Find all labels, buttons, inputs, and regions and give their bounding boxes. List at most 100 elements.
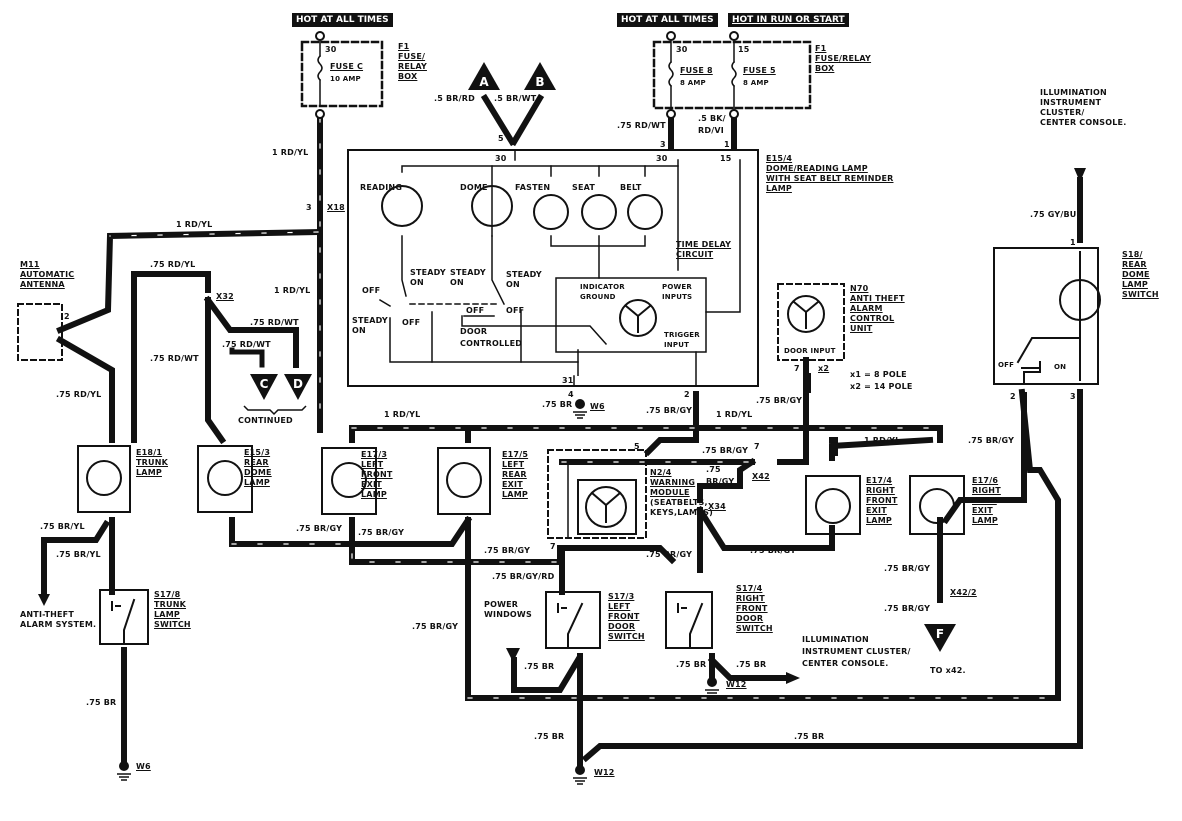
e17-5-box [437,447,491,515]
pin-30b: 30 [656,154,668,163]
time-delay-circuit-label: TIME DELAY CIRCUIT [676,240,732,259]
e17-4-title: E17/4 RIGHT FRONT EXIT LAMP [866,476,898,525]
pin-2-s18: 2 [1010,392,1016,401]
e17-3-title: E17/3 LEFT FRONT EXIT LAMP [361,450,393,499]
n70-pin: 7 [794,364,800,373]
lamp-label-seat: SEAT [572,183,596,192]
fuse-8-terminal: 30 [676,45,688,54]
fuse-5-label: FUSE 5 [743,66,776,75]
pin-4: 4 [568,390,574,399]
wire-75-rd-wt-fuse: .75 RD/WT [617,121,666,130]
illumination-bottom: ILLUMINATION INSTRUMENT CLUSTER/ CENTER … [802,635,911,668]
wire-75-br-w6: .75 BR [542,400,573,409]
x42-label: X42 [752,472,770,481]
wire-75-br-s174-out: .75 BR [736,660,767,669]
fuse-c-label: FUSE C [330,62,364,71]
illumination-top: ILLUMINATION INSTRUMENT CLUSTER/ CENTER … [1040,88,1127,127]
wire-75-br-gy-f1: .75 BR/GY [884,564,931,573]
illumination-arrow-icon [1074,168,1086,182]
off-label-2: OFF [402,318,421,327]
hot-at-all-times-left: HOT AT ALL TIMES [292,13,393,27]
connector-a-label: A [479,75,489,89]
off-label-3: OFF [466,306,485,315]
wire-75-rd-yl-upper: .75 RD/YL [150,260,196,269]
m11-title: M11 AUTOMATIC ANTENNA [20,260,75,289]
wire-5-bk-rd-vi: .5 BK/RD/VI [698,114,726,135]
wire-5-br-rd: .5 BR/RD [434,94,475,103]
wire-1-rd-yl-top: 1 RD/YL [272,148,309,157]
wire-75-br-yl-2: .75 BR/YL [56,550,101,559]
hot-at-all-times-right: HOT AT ALL TIMES [617,13,718,27]
s17-8-box [99,589,149,645]
e18-1-box [77,445,131,513]
e15-3-title: E15/3 REAR DOME LAMP [244,448,272,487]
n70-door-input: DOOR INPUT [784,347,836,355]
wire-75-br-gy-a: .75 BR/GY [296,524,343,533]
connector-d-icon [284,374,312,400]
wire-1-rd-yl-mid: 1 RD/YL [274,286,311,295]
s18-title: S18/ REAR DOME LAMP SWITCH [1122,250,1159,299]
pin-15: 15 [720,154,732,163]
fuse-box-right-title: F1 FUSE/RELAY BOX [815,44,872,73]
pin-30a: 30 [495,154,507,163]
illumination-out-arrow-icon [786,672,800,684]
connector-d-label: D [293,377,303,391]
wire-1-rd-yl-antenna: 1 RD/YL [176,220,213,229]
e15-4-title: E15/4 DOME/READING LAMP WITH SEAT BELT R… [766,154,894,193]
n70-x2: x2 [818,364,830,373]
wire-75-br-gy-left-vert: .75 BR/GY [412,622,459,631]
anti-theft-label: ANTI-THEFT ALARM SYSTEM. [20,610,97,629]
e17-5-title: E17/5 LEFT REAR EXIT LAMP [502,450,529,499]
hot-in-run-or-start: HOT IN RUN OR START [728,13,849,27]
wire-75-br-gy-c: .75 BR/GY [484,546,531,555]
fuse-5-rating: 8 AMP [743,79,769,87]
connector-b-icon [524,62,556,90]
wire-1-rd-yl-bus-left: 1 RD/YL [384,410,421,419]
pin-31: 31 [562,376,574,385]
pin-7-n2: 7 [550,542,556,551]
wire-75-br-trunk: .75 BR [86,698,117,707]
wire-75-br-gy-e: .75 BR/GY [750,546,797,555]
wire-75-br-pw: .75 BR [524,662,555,671]
s17-3-box [545,591,601,649]
wire-75-br-gy-b: .75 BR/GY [358,528,405,537]
e15-3-box [197,445,253,513]
lamp-label-reading: READING [360,183,403,192]
wire-1-rd-yl-right: 1 RD/YL [864,436,901,445]
wire-75-br-gy-d: .75 BR/GY [646,550,693,559]
wire-75-rd-wt-3: .75 RD/WT [150,354,199,363]
e17-6-title: E17/6 RIGHT REAR EXIT LAMP [972,476,1001,525]
x32-label: X32 [216,292,234,301]
s17-3-title: S17/3 LEFT FRONT DOOR SWITCH [608,592,645,641]
ground-w12-mid: W12 [726,680,747,689]
x42-2-label: X42/2 [950,588,977,597]
connector-f-icon [924,624,956,652]
wire-75-br-gy-n70: .75 BR/GY [756,396,803,405]
fuse-8-rating: 8 AMP [680,79,706,87]
n70-pole-1: x1 = 8 POLE [850,370,907,379]
pin-5-n2: 5 [634,442,640,451]
n70-pole-2: x2 = 14 POLE [850,382,913,391]
fuse-box-left-title: F1 FUSE/ RELAY BOX [398,42,427,81]
e17-4-box [805,475,861,535]
fuse-box-right [652,40,812,110]
s18-off: OFF [998,361,1015,369]
wire-75-rd-yl-left: .75 RD/YL [56,390,102,399]
pin-2-mod: 2 [684,390,690,399]
fuse-c-terminal: 30 [325,45,337,54]
n2-4-box [547,449,647,539]
connector-c-icon [250,374,278,400]
ground-w12-bottom-icon [575,765,585,775]
fuse-5-terminal: 15 [738,45,750,54]
ground-w12-mid-icon [707,677,717,687]
m11-box [17,303,63,361]
x42-pin: 7 [754,442,760,451]
pin-2-antenna: 2 [64,312,70,321]
s17-4-box [665,591,713,649]
